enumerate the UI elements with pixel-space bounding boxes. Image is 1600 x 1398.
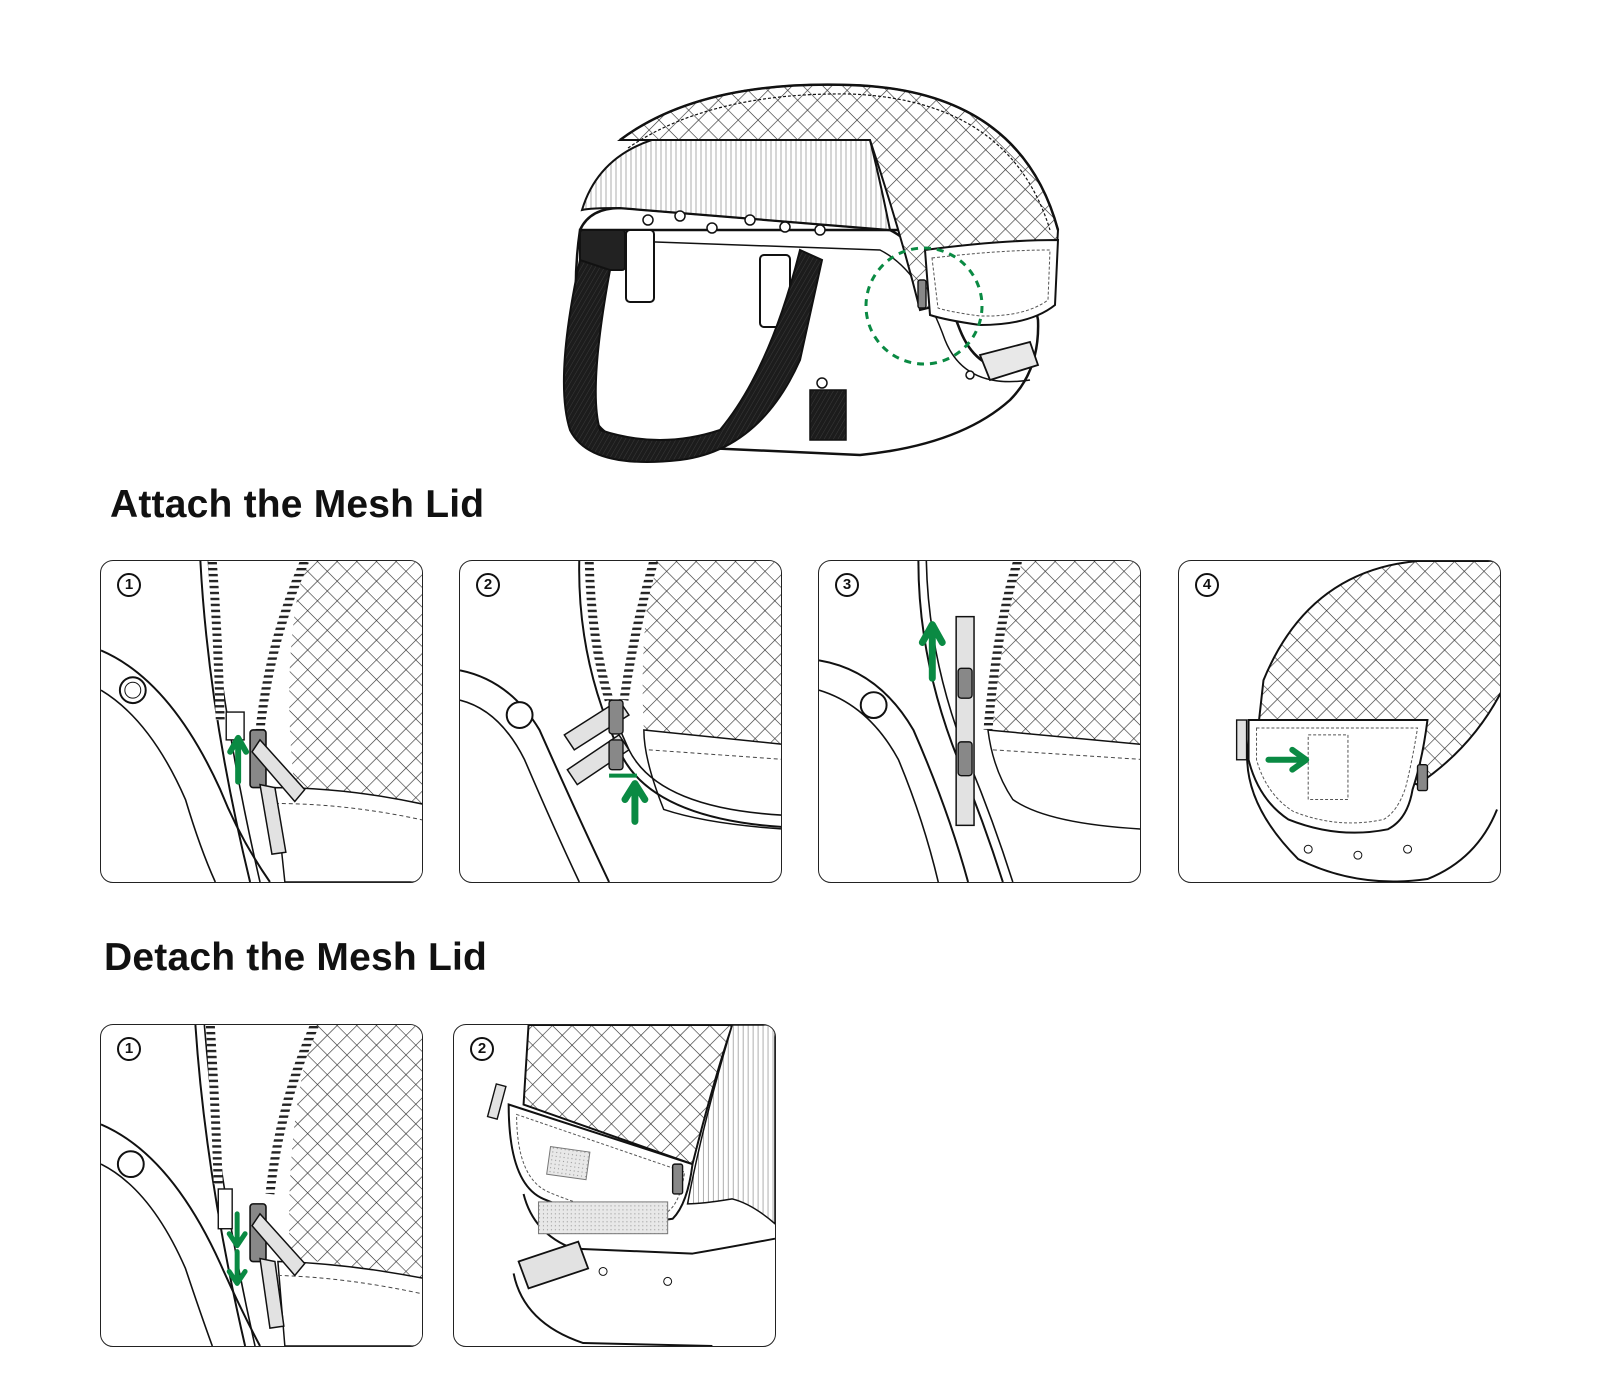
attach-section-title: Attach the Mesh Lid <box>110 483 485 526</box>
step-number: 3 <box>835 573 859 597</box>
step-number: 1 <box>117 1037 141 1061</box>
green-arrow-up-icon <box>227 734 250 785</box>
pet-carrier-illustration <box>560 80 1100 480</box>
green-arrow-up-icon <box>918 621 946 682</box>
attach-step-1-illustration <box>101 561 422 882</box>
detach-step-1-illustration <box>101 1025 422 1346</box>
attach-step-3-illustration <box>819 561 1140 882</box>
attach-step-1-panel: 1 <box>100 560 423 883</box>
step-number: 4 <box>1195 573 1219 597</box>
carrier-bag-drawing <box>562 83 1060 463</box>
step-number: 2 <box>470 1037 494 1061</box>
zipper-highlight-circle <box>864 246 984 366</box>
detach-step-2-panel: 2 <box>453 1024 776 1347</box>
detach-step-1-panel: 1 <box>100 1024 423 1347</box>
attach-step-4-illustration <box>1235 561 1500 882</box>
green-arrow-down-icon <box>226 1211 248 1249</box>
attach-step-2-panel: 2 <box>459 560 782 883</box>
green-arrow-right-icon <box>1265 746 1310 773</box>
attach-step-3-panel: 3 <box>818 560 1141 883</box>
step-number: 2 <box>476 573 500 597</box>
attach-step-2-illustration <box>460 561 781 882</box>
step-number: 1 <box>117 573 141 597</box>
detach-section-title: Detach the Mesh Lid <box>104 936 488 979</box>
attach-step-4-panel: 4 <box>1178 560 1501 883</box>
detach-step-2-illustration <box>486 1025 775 1346</box>
green-arrow-down-icon <box>226 1249 248 1286</box>
green-arrow-up-icon <box>621 780 649 825</box>
